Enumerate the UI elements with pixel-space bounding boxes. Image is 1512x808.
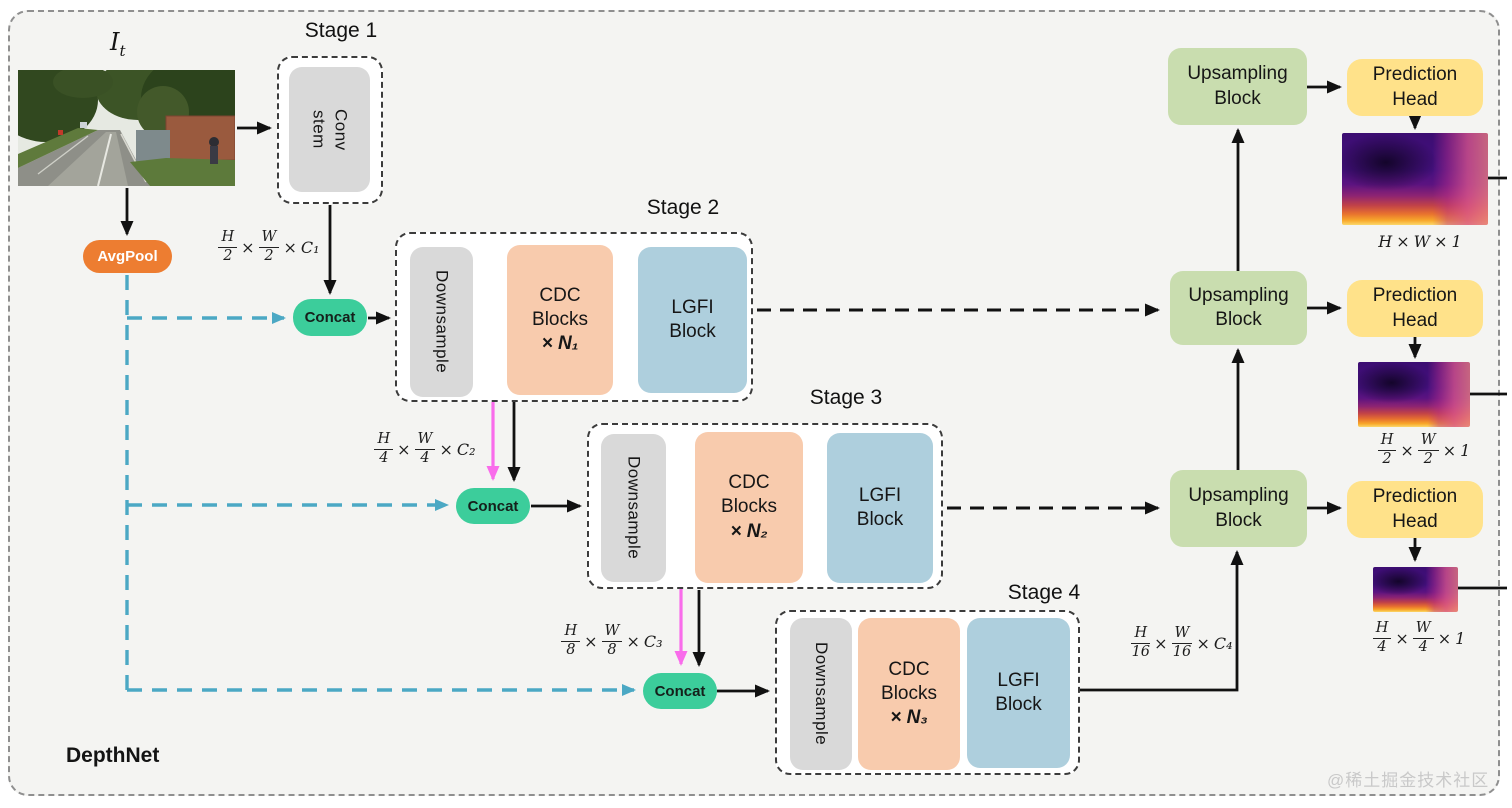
concat-2: Concat [456,488,530,524]
input-road-image [0,54,251,187]
depth-map-2 [1358,362,1470,427]
downsample-label-s4: Downsample [811,642,831,746]
concat-3-label: Concat [654,682,706,700]
depth-map-3 [1373,567,1458,612]
depth-map-1 [1342,133,1488,225]
concat-2-label: Concat [467,497,519,515]
stage-1-label: Stage 1 [304,19,378,42]
depthnet-frame [8,10,1500,796]
input-label: It [110,28,126,60]
downsample-block-s2: Downsample [410,247,473,397]
network-title: DepthNet [66,744,160,767]
stage-3-label: Stage 3 [809,386,883,409]
concat-1: Concat [293,299,367,336]
downsample-block-s3: Downsample [601,434,666,582]
stage-2-label: Stage 2 [646,196,720,219]
avgpool-label: AvgPool [97,248,158,265]
downsample-block-s4: Downsample [790,618,852,770]
concat-3: Concat [643,673,717,709]
avgpool-block: AvgPool [83,240,172,273]
dim-label-out1: H×W×1 [1378,231,1462,251]
road-scene [0,54,251,187]
downsample-label-s2: Downsample [432,270,452,374]
downsample-label-s3: Downsample [624,456,644,560]
stage-4-label: Stage 4 [1007,581,1081,604]
concat-1-label: Concat [304,309,356,326]
watermark: @稀土掘金技术社区 [1327,771,1490,790]
